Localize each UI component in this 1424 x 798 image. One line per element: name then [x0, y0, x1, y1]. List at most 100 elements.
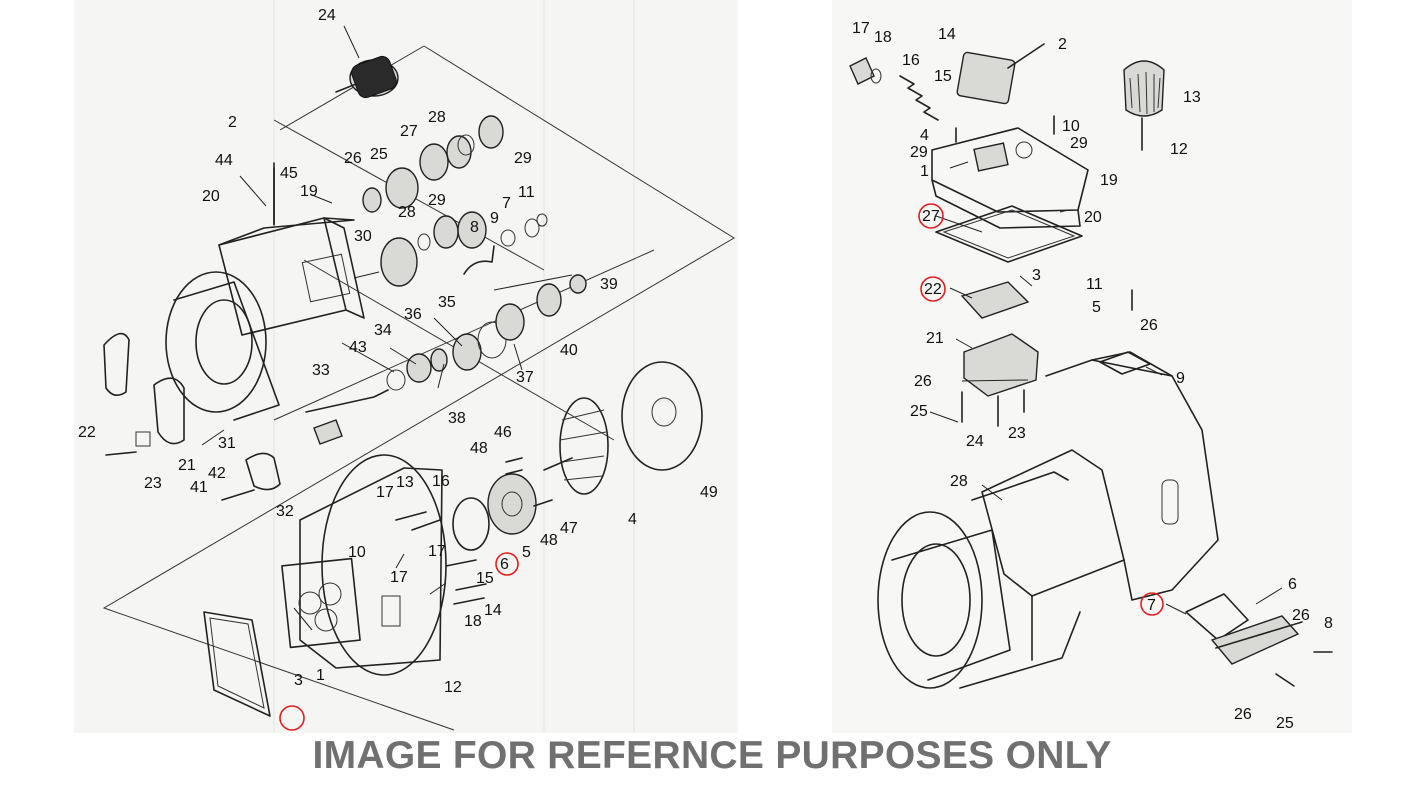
part-17-plug	[849, 57, 882, 85]
right-callout: 2	[1058, 36, 1067, 53]
left-callout: 9	[490, 210, 499, 227]
right-callout: 15	[934, 68, 952, 85]
left-callout: 33	[312, 362, 330, 379]
right-bolts	[955, 115, 1333, 687]
part-22-bracket	[103, 332, 185, 456]
left-callout: 12	[444, 679, 462, 696]
right-callout: 3	[1032, 267, 1041, 284]
right-callout: 20	[1084, 209, 1102, 226]
right-callout: 29	[910, 144, 928, 161]
left-callout: 20	[202, 188, 220, 205]
part-27-gasket	[935, 205, 1083, 263]
left-diagram-svg: 24 2 44 45 26 25 27 28 29 20 19 28 29 7 …	[78, 0, 735, 733]
left-callout: 31	[218, 435, 236, 452]
left-callout: 21	[178, 457, 196, 474]
left-callout: 38	[448, 410, 466, 427]
right-callout: 25	[1276, 715, 1294, 732]
left-callout: 39	[600, 276, 618, 293]
left-callout: 14	[484, 602, 502, 619]
left-callout: 41	[190, 479, 208, 496]
left-callout: 43	[349, 339, 367, 356]
right-callout: 23	[1008, 425, 1026, 442]
left-callout: 17	[376, 484, 394, 501]
part-49-disc	[621, 361, 703, 471]
right-callout: 22	[924, 281, 942, 298]
left-callout: 29	[428, 192, 446, 209]
left-callout: 5	[522, 544, 531, 561]
right-diagram-svg: 17 18 14 2 16 15 13 4 10 29 29 12 1 19 2…	[849, 20, 1333, 732]
left-callout: 49	[700, 484, 718, 501]
left-callout: 17	[390, 569, 408, 586]
right-callout: 5	[1092, 299, 1101, 316]
right-callout: 28	[950, 473, 968, 490]
right-callout: 21	[926, 330, 944, 347]
left-callout: 46	[494, 424, 512, 441]
part-31-cover	[221, 452, 281, 501]
left-callout: 18	[464, 613, 482, 630]
right-callout: 27	[922, 208, 940, 225]
left-callout: 3	[294, 672, 303, 689]
highlight-circle-part-12	[279, 705, 305, 731]
part-16-spring	[899, 75, 939, 121]
right-callout: 26	[1292, 607, 1310, 624]
left-exploded-diagram: 24 2 44 45 26 25 27 28 29 20 19 28 29 7 …	[74, 0, 738, 733]
left-callout: 32	[276, 503, 294, 520]
part-5-plate	[487, 473, 537, 535]
right-callout: 8	[1324, 615, 1333, 632]
part-6-cover	[1185, 593, 1303, 665]
left-leader-lines	[201, 25, 573, 631]
left-callout: 2	[228, 114, 237, 131]
left-callout: 48	[540, 532, 558, 549]
left-callout: 22	[78, 424, 96, 441]
right-callout: 18	[874, 29, 892, 46]
right-callout: 29	[1070, 135, 1088, 152]
left-callout: 13	[396, 474, 414, 491]
right-callout: 11	[1086, 276, 1103, 293]
right-callout: 7	[1147, 597, 1156, 614]
right-callout: 10	[1062, 118, 1080, 135]
left-callout: 11	[518, 184, 535, 201]
left-gears-bearings	[305, 115, 587, 445]
left-callout: 42	[208, 465, 226, 482]
highlight-circle-part-7	[1140, 592, 1164, 616]
right-callout: 25	[910, 403, 928, 420]
right-callout: 17	[852, 20, 870, 37]
left-callout: 26	[344, 150, 362, 167]
left-callout: 34	[374, 322, 392, 339]
left-callout: 7	[502, 195, 511, 212]
right-callout: 1	[920, 163, 929, 180]
left-callout: 10	[348, 544, 366, 561]
left-callouts: 24 2 44 45 26 25 27 28 29 20 19 28 29 7 …	[78, 7, 718, 696]
part-13-filter	[1123, 60, 1165, 151]
left-callout: 23	[144, 475, 162, 492]
left-callout: 6	[500, 556, 509, 573]
left-callout: 4	[628, 511, 637, 528]
right-callout: 9	[1176, 370, 1185, 387]
right-callout: 26	[1234, 706, 1252, 723]
part-28-main-housing	[877, 351, 1219, 689]
right-callout: 4	[920, 127, 929, 144]
right-callout: 6	[1288, 576, 1297, 593]
left-callout: 25	[370, 146, 388, 163]
left-callout: 1	[316, 667, 325, 684]
left-background-ghost-text	[273, 0, 635, 733]
highlight-circle-part-6	[495, 552, 519, 576]
right-callout: 16	[902, 52, 920, 69]
left-callout: 48	[470, 440, 488, 457]
left-callout: 30	[354, 228, 372, 245]
right-callout: 19	[1100, 172, 1118, 189]
left-callout: 40	[560, 342, 578, 359]
part-6-gasket	[452, 497, 490, 551]
right-callouts: 17 18 14 2 16 15 13 4 10 29 29 12 1 19 2…	[852, 20, 1333, 732]
part-4-impeller	[543, 397, 609, 495]
right-callout: 12	[1170, 141, 1188, 158]
left-callout: 28	[428, 109, 446, 126]
reference-notice: IMAGE FOR REFERNCE PURPOSES ONLY	[312, 734, 1112, 777]
left-construction-lines	[102, 45, 735, 731]
left-callout: 8	[470, 219, 479, 236]
right-callout: 26	[1140, 317, 1158, 334]
right-leader-lines	[929, 161, 1283, 615]
part-12-gasket	[203, 611, 271, 717]
right-exploded-diagram: 17 18 14 2 16 15 13 4 10 29 29 12 1 19 2…	[832, 0, 1352, 733]
left-callout: 16	[432, 473, 450, 490]
